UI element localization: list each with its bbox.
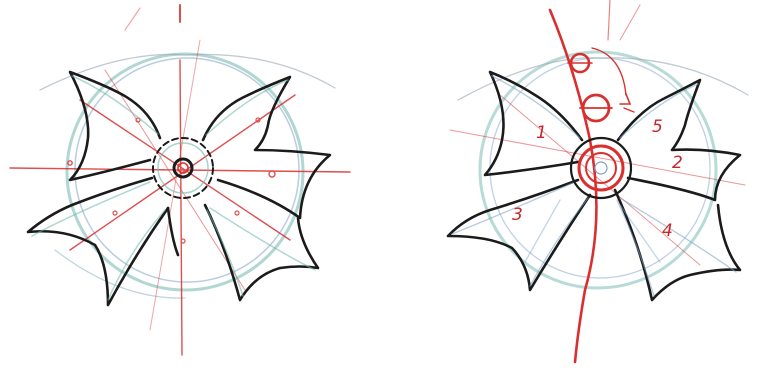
- petal-number-2: 2: [672, 153, 683, 173]
- petal-number-5: 5: [652, 117, 663, 137]
- petal-number-4: 4: [662, 221, 673, 241]
- right-center-knot: [571, 138, 631, 198]
- petal-number-1: 1: [536, 123, 547, 143]
- right-petal-numbers: 1 2 3 4 5: [512, 117, 683, 241]
- right-construction-circle: [458, 52, 748, 288]
- right-bow-sketch: 1 2 3 4 5: [448, 0, 748, 362]
- petal-number-3: 3: [512, 205, 523, 225]
- right-red-guides: [450, 0, 745, 362]
- left-bow-sketch: [10, 5, 350, 355]
